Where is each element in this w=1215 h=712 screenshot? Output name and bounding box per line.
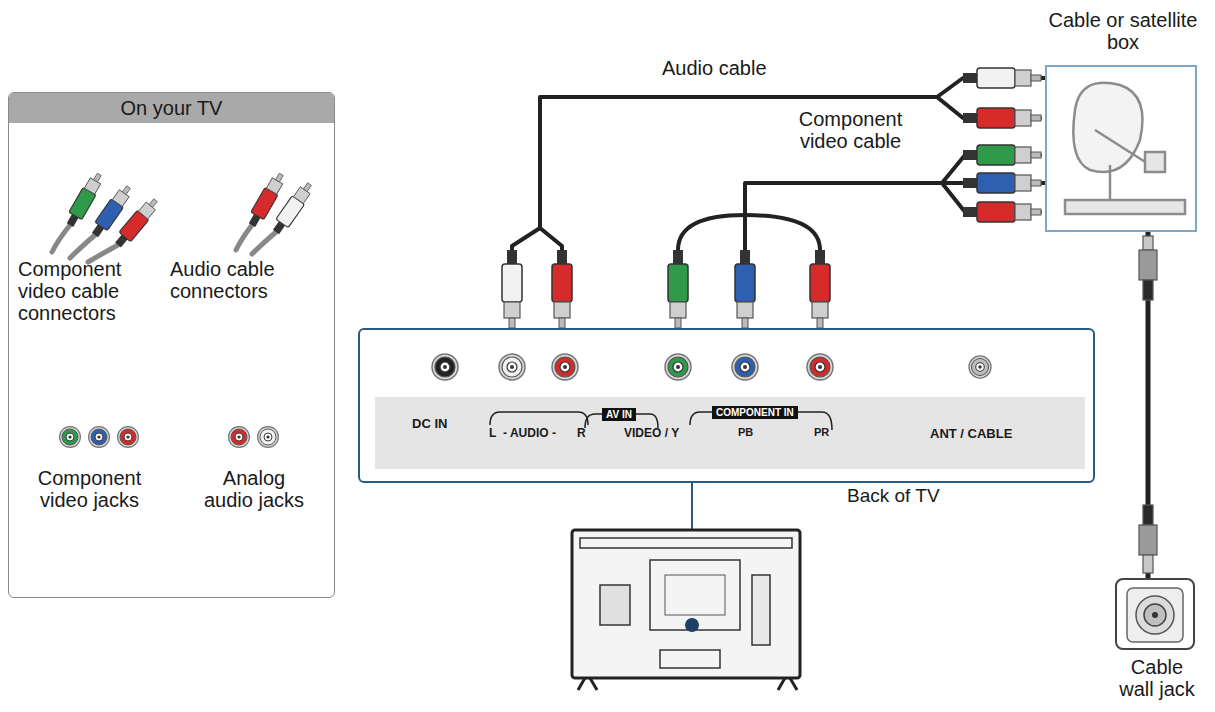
legend-text: Audio cable connectors xyxy=(170,258,310,302)
panel-heading: On your TV xyxy=(9,93,334,123)
component-plug-illustration xyxy=(52,171,161,262)
jack-name: R xyxy=(577,426,586,440)
jack-name: ANT / CABLE xyxy=(930,426,1012,441)
jack-name: - AUDIO - xyxy=(503,426,556,440)
jack-name: DC IN xyxy=(412,416,447,431)
audio-plug-illustration xyxy=(236,171,316,254)
source-box: Cable or satellite box xyxy=(1045,65,1197,232)
coax-plugs xyxy=(1139,236,1157,573)
info-panel: On your TV xyxy=(8,92,335,598)
cable-label: Component video cable xyxy=(783,108,918,152)
legend-text: Analog audio jacks xyxy=(198,467,310,511)
av-cable xyxy=(745,183,1045,328)
label-band xyxy=(375,397,1085,469)
legend-text: Component video cable connectors xyxy=(18,258,158,324)
group-tag: COMPONENT IN xyxy=(712,406,798,419)
jack-name: PR xyxy=(814,426,829,439)
legend-text: Component video jacks xyxy=(22,467,157,511)
cable-branches xyxy=(540,97,1040,328)
tv-jacks xyxy=(432,354,991,380)
av-cable xyxy=(512,78,1045,328)
wall-jack-box: Cable wall jack xyxy=(1115,578,1195,650)
satellite-dish xyxy=(1065,83,1185,214)
group-tag: AV IN xyxy=(602,408,636,421)
cable-label: Audio cable xyxy=(662,57,767,79)
jack-name: VIDEO / Y xyxy=(624,426,679,440)
jack-label: Cable wall jack xyxy=(1114,656,1200,700)
jack-name: L xyxy=(489,426,496,440)
rca-plugs-box-end xyxy=(963,68,1041,222)
rca-plugs-tv-end xyxy=(502,250,830,328)
jack-name: PB xyxy=(738,426,753,439)
coax-wall-jack xyxy=(1127,588,1183,642)
jack-illustration xyxy=(60,427,279,448)
tv-rear-illustration xyxy=(572,483,800,690)
box-label: Cable or satellite box xyxy=(1039,9,1207,53)
panel-label: Back of TV xyxy=(847,485,987,507)
